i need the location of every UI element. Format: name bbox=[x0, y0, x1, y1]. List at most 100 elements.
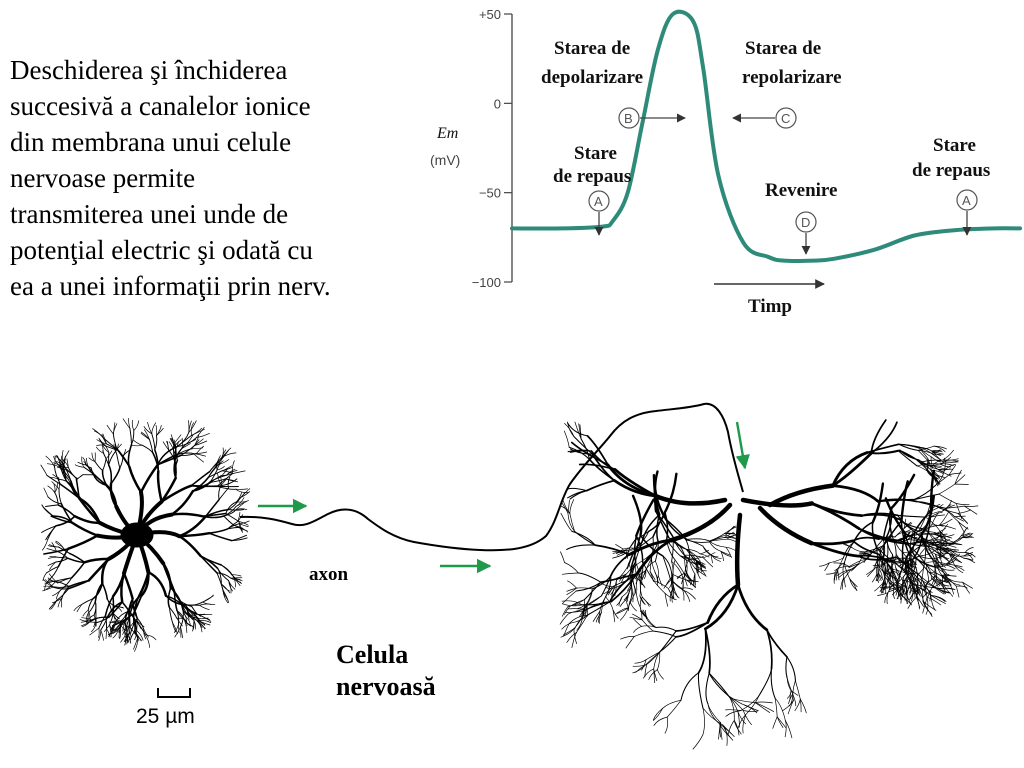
axon-terminal-branch bbox=[903, 523, 913, 529]
axon-terminal-branch bbox=[935, 553, 940, 566]
dendrite bbox=[127, 418, 131, 429]
axon-terminal-branch bbox=[810, 539, 855, 546]
dendrite bbox=[218, 459, 230, 465]
dendrite bbox=[199, 614, 210, 620]
axon-terminal-branch bbox=[657, 575, 663, 587]
dendrite bbox=[136, 620, 145, 628]
dendrite bbox=[125, 618, 130, 634]
dendrite bbox=[149, 439, 154, 454]
axon-terminal-branch bbox=[948, 542, 962, 545]
axon-terminal-branch bbox=[933, 445, 946, 453]
intro-line-1: Deschiderea şi închiderea bbox=[10, 55, 288, 85]
axon-terminal-branch bbox=[901, 532, 906, 563]
axon-terminal-branch bbox=[638, 574, 642, 585]
axon-terminal-branch bbox=[635, 557, 648, 566]
axon-terminal-branch bbox=[638, 574, 643, 586]
dendrite bbox=[122, 622, 125, 632]
axon-terminal-branch bbox=[891, 554, 893, 571]
dendrite bbox=[185, 612, 193, 620]
axon-terminal-branch bbox=[786, 656, 796, 682]
axon-terminal-branch bbox=[722, 724, 728, 746]
dendrite bbox=[102, 437, 118, 450]
dendrite bbox=[125, 633, 132, 644]
axon-terminal-branch bbox=[874, 581, 885, 592]
axon-terminal-branch bbox=[945, 587, 956, 590]
axon-terminal-branch bbox=[939, 518, 953, 526]
dendrite bbox=[139, 463, 160, 494]
dendrite bbox=[52, 589, 62, 597]
axon-terminal-branch bbox=[615, 607, 629, 615]
axon-terminal-branch bbox=[725, 709, 742, 711]
axon-terminal-branch bbox=[939, 463, 952, 468]
axon-fiber bbox=[239, 402, 744, 552]
axon-terminal-branch bbox=[881, 566, 891, 581]
dendrite bbox=[73, 514, 101, 525]
dendrite bbox=[178, 534, 202, 558]
axon-terminal-branch bbox=[686, 572, 694, 583]
axon-terminal-branch bbox=[685, 539, 691, 560]
dendrite bbox=[168, 441, 174, 451]
dendrite bbox=[47, 496, 62, 505]
axon-terminal-branch bbox=[926, 590, 931, 600]
axon-terminal-branch bbox=[938, 469, 952, 477]
axon-terminal-branch bbox=[560, 628, 575, 638]
axon-terminal-branch bbox=[930, 595, 946, 602]
axon-terminal-branch bbox=[859, 553, 870, 555]
axon-terminal-branch bbox=[567, 499, 570, 514]
axon-terminal-branch bbox=[607, 586, 614, 596]
axon-terminal-branch bbox=[942, 461, 959, 463]
axon-terminal-branch bbox=[653, 716, 668, 726]
axon-terminal-branch bbox=[608, 573, 638, 603]
axon-terminal-branch bbox=[934, 528, 946, 535]
axon-terminal-branch bbox=[684, 554, 704, 559]
dendrite bbox=[44, 579, 55, 588]
annotation-rest-right-line-2: de repaus bbox=[912, 160, 990, 181]
dendrite bbox=[130, 630, 136, 640]
axon-terminal-branch bbox=[918, 543, 931, 557]
axon-terminal-branch bbox=[939, 579, 945, 589]
marker-c-label: C bbox=[781, 111, 790, 126]
axon-terminal-branch bbox=[576, 587, 593, 590]
axon-terminal-branch bbox=[842, 568, 852, 581]
axon-terminal-branch bbox=[668, 537, 687, 550]
dendrite bbox=[143, 429, 150, 440]
dendrite bbox=[69, 552, 86, 564]
axon-terminal-branch bbox=[664, 511, 669, 541]
dendrite bbox=[94, 461, 104, 471]
axon-terminal-branch bbox=[603, 586, 613, 595]
axon-terminal-branch bbox=[767, 483, 836, 508]
annotation-recovery: Revenire D bbox=[765, 180, 837, 255]
axon-terminal-branch bbox=[688, 559, 696, 575]
neuron-cell-body-left bbox=[40, 418, 251, 652]
dendrite bbox=[53, 586, 70, 588]
axon-terminal-branch bbox=[669, 502, 733, 543]
dendrite bbox=[157, 445, 178, 466]
axon-terminal-branch bbox=[869, 548, 881, 555]
dendrite bbox=[190, 470, 211, 487]
axon-terminal-branch bbox=[927, 504, 944, 513]
axon-terminal-branch bbox=[907, 549, 927, 566]
axon-terminal-branch bbox=[799, 698, 802, 713]
axon-terminal-branch bbox=[569, 513, 575, 532]
axon-terminal-branch bbox=[566, 587, 577, 592]
axon-terminal-branch bbox=[928, 571, 940, 584]
intro-line-6: potenţial electric şi odată cu bbox=[10, 235, 313, 265]
axon-terminal-branch bbox=[916, 533, 935, 536]
dendrite bbox=[130, 617, 138, 633]
axon-terminal-branch bbox=[635, 574, 640, 585]
dendrite bbox=[170, 512, 204, 518]
axon-terminal-branch bbox=[915, 596, 920, 610]
axon-terminal-branch bbox=[824, 562, 830, 572]
dendrite bbox=[191, 428, 205, 436]
axon-terminal-branch bbox=[939, 511, 949, 526]
dendrite bbox=[57, 547, 70, 568]
axon-terminal-branch bbox=[948, 472, 962, 476]
dendrite bbox=[58, 488, 62, 505]
dendrite bbox=[176, 610, 186, 624]
axon-terminal-branch bbox=[911, 558, 914, 567]
axon-terminal-branch bbox=[615, 549, 627, 554]
axon-terminal-branch bbox=[871, 573, 878, 583]
axon-terminal-branch bbox=[925, 510, 943, 518]
axon-terminal-branch bbox=[636, 577, 646, 589]
axon-terminal-branch bbox=[909, 569, 913, 584]
